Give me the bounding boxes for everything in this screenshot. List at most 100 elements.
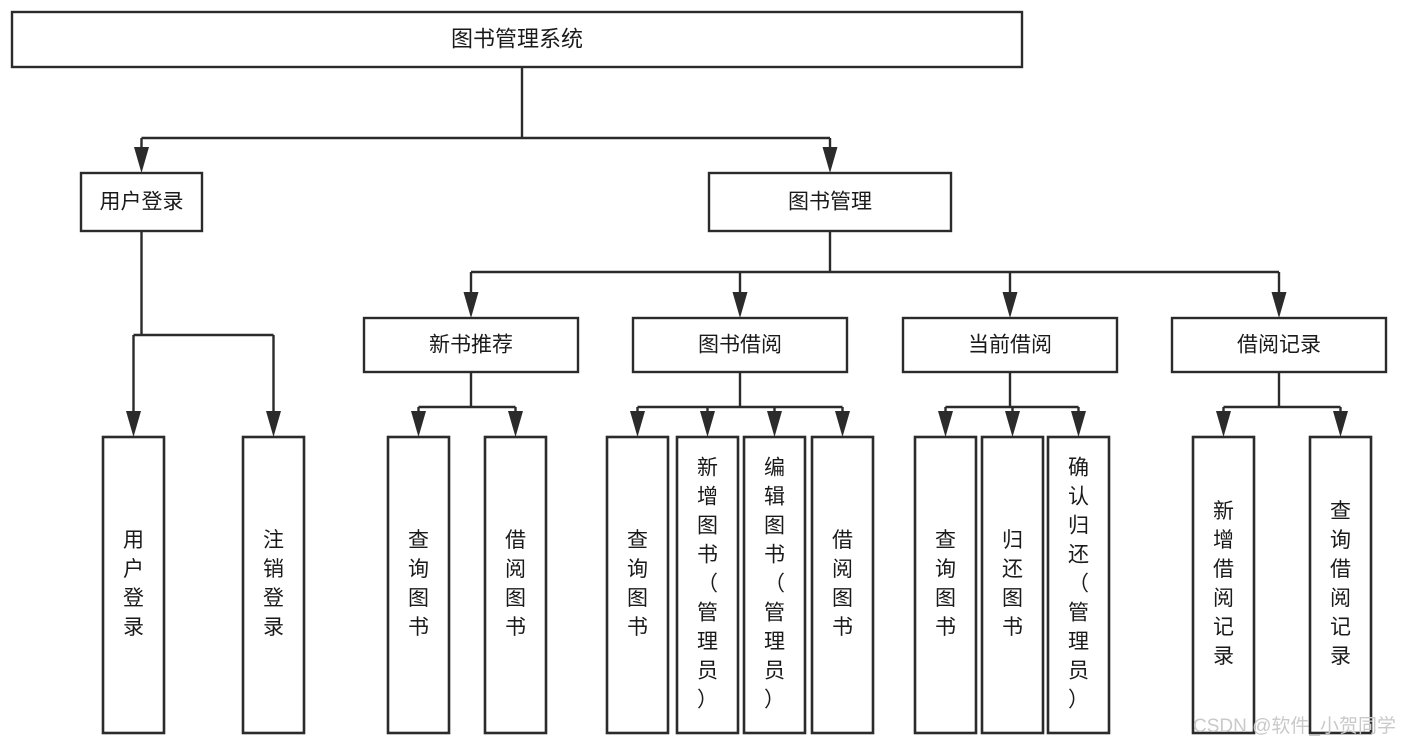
svg-text:用: 用: [123, 529, 144, 552]
node-box[interactable]: [675, 435, 740, 735]
svg-text:户: 户: [123, 558, 144, 581]
node-box[interactable]: [101, 435, 166, 735]
svg-text:书: 书: [408, 616, 429, 639]
node-user-login[interactable]: 用户登录: [79, 171, 204, 233]
svg-text:归: 归: [1002, 529, 1023, 552]
svg-text:询: 询: [627, 558, 648, 581]
node-box[interactable]: [980, 435, 1045, 735]
svg-text:还: 还: [1002, 558, 1023, 581]
node-box[interactable]: [1046, 435, 1111, 735]
connectors-layer: [126, 67, 1348, 437]
node-label: 用户登录: [100, 191, 184, 214]
svg-text:注: 注: [263, 529, 284, 552]
svg-text:增: 增: [1213, 529, 1234, 552]
svg-text:认: 认: [1068, 486, 1089, 509]
node-box[interactable]: [10, 10, 1024, 69]
connector-user-login-to-leaves: [126, 231, 281, 437]
svg-text:员: 员: [764, 660, 785, 683]
node-box[interactable]: [707, 171, 953, 233]
svg-text:归: 归: [1068, 515, 1089, 538]
node-box[interactable]: [386, 435, 451, 735]
node-label: 图书借阅: [698, 334, 782, 357]
svg-text:确: 确: [1068, 457, 1089, 480]
node-box[interactable]: [241, 435, 306, 735]
svg-text:登: 登: [263, 587, 284, 610]
node-box[interactable]: [913, 435, 978, 735]
node-leaf-user-login[interactable]: 用户登录: [101, 435, 166, 735]
node-box[interactable]: [1191, 435, 1256, 735]
node-box[interactable]: [901, 316, 1119, 374]
node-box[interactable]: [79, 171, 204, 233]
svg-text:新: 新: [1213, 500, 1234, 523]
svg-text:阅: 阅: [1330, 587, 1351, 610]
svg-text:理: 理: [1068, 631, 1089, 654]
svg-text:）: ）: [1068, 689, 1089, 712]
connector-current-borrow-to-leaves: [938, 372, 1086, 437]
svg-text:增: 增: [697, 486, 718, 509]
svg-text:查: 查: [408, 529, 429, 552]
svg-text:图: 图: [408, 587, 429, 610]
svg-text:记: 记: [1213, 616, 1234, 639]
svg-text:录: 录: [263, 616, 284, 639]
node-box[interactable]: [810, 435, 875, 735]
node-box[interactable]: [483, 435, 548, 735]
node-book-manage[interactable]: 图书管理: [707, 171, 953, 233]
svg-text:询: 询: [1330, 529, 1351, 552]
node-box[interactable]: [742, 435, 807, 735]
svg-text:管: 管: [697, 602, 718, 625]
svg-text:图: 图: [627, 587, 648, 610]
svg-text:借: 借: [505, 529, 526, 552]
svg-text:理: 理: [764, 631, 785, 654]
node-borrow-record[interactable]: 借阅记录: [1170, 316, 1388, 374]
svg-text:借: 借: [832, 529, 853, 552]
svg-text:查: 查: [627, 529, 648, 552]
svg-text:书: 书: [832, 616, 853, 639]
node-box[interactable]: [362, 316, 580, 374]
node-current-borrow[interactable]: 当前借阅: [901, 316, 1119, 374]
svg-text:询: 询: [408, 558, 429, 581]
svg-text:图: 图: [697, 515, 718, 538]
svg-text:询: 询: [935, 558, 956, 581]
svg-text:辑: 辑: [764, 486, 785, 509]
node-label: 图书管理系统: [451, 26, 583, 51]
svg-text:阅: 阅: [505, 558, 526, 581]
svg-text:理: 理: [697, 631, 718, 654]
svg-text:图: 图: [764, 515, 785, 538]
nodes-layer: 图书管理系统用户登录图书管理新书推荐图书借阅当前借阅借阅记录用户登录注销登录查询…: [10, 10, 1388, 735]
node-box[interactable]: [631, 316, 849, 374]
node-box[interactable]: [1308, 435, 1373, 735]
svg-text:录: 录: [1330, 645, 1351, 668]
node-new-book-recommend[interactable]: 新书推荐: [362, 316, 580, 374]
svg-text:图: 图: [935, 587, 956, 610]
node-box[interactable]: [1170, 316, 1388, 374]
node-box[interactable]: [605, 435, 670, 735]
svg-text:书: 书: [1002, 616, 1023, 639]
node-label: 新书推荐: [429, 334, 513, 357]
node-book-borrow[interactable]: 图书借阅: [631, 316, 849, 374]
svg-text:（: （: [697, 573, 718, 596]
node-root[interactable]: 图书管理系统: [10, 10, 1024, 69]
svg-text:查: 查: [935, 529, 956, 552]
